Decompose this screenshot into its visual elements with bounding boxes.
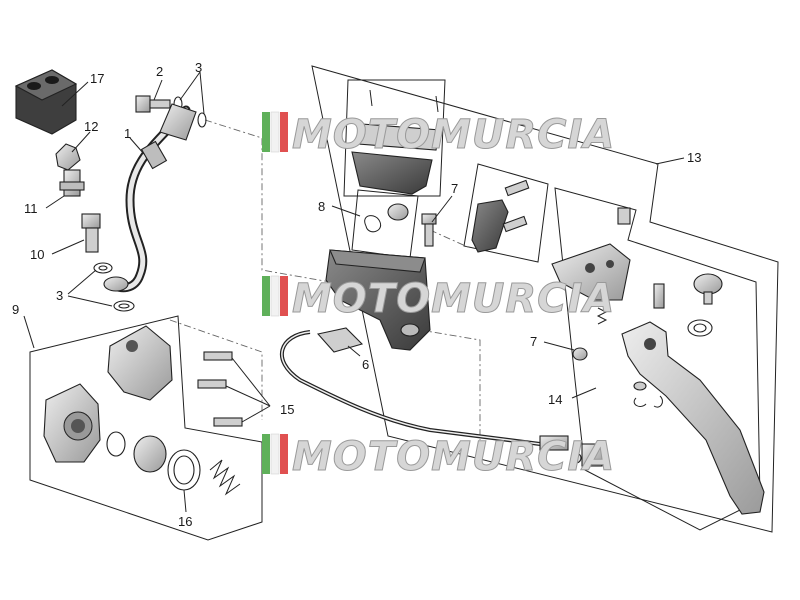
assembly-line-c bbox=[419, 329, 481, 440]
part-7-nut-lower bbox=[572, 347, 588, 361]
assembly-line-a bbox=[204, 119, 331, 283]
part-master-cylinder bbox=[325, 249, 431, 351]
label-3-upper: 3 bbox=[195, 60, 202, 75]
label-13: 13 bbox=[687, 150, 701, 165]
frame-8-box bbox=[351, 189, 419, 259]
watermark-text-middle: MOTOMURCIA bbox=[292, 276, 615, 322]
label-1: 1 bbox=[124, 126, 131, 141]
label-12: 12 bbox=[84, 119, 98, 134]
part-10-nipple bbox=[81, 213, 101, 253]
label-14: 14 bbox=[548, 392, 562, 407]
part-clamp bbox=[471, 179, 530, 253]
part-2-bolt bbox=[135, 95, 171, 113]
part-spring-small bbox=[596, 307, 608, 325]
label-15: 15 bbox=[280, 402, 294, 417]
watermark-text-bottom: MOTOMURCIA bbox=[292, 434, 615, 480]
part-8-clip bbox=[364, 203, 409, 233]
assembly-line-d bbox=[429, 229, 471, 249]
label-3-lower: 3 bbox=[56, 288, 63, 303]
label-9: 9 bbox=[12, 302, 19, 317]
watermark-top: MOTOMURCIA bbox=[262, 112, 615, 159]
label-6: 6 bbox=[362, 357, 369, 372]
leader-lines bbox=[23, 71, 685, 513]
part-lever-bracket bbox=[551, 207, 631, 301]
part-17-block bbox=[14, 69, 78, 135]
part-clutch-lever bbox=[621, 321, 765, 515]
part-12-fitting-cap bbox=[55, 143, 81, 171]
assembly-line-b bbox=[169, 319, 263, 420]
part-slave-cover bbox=[107, 325, 173, 401]
part-knob bbox=[687, 273, 723, 337]
watermark-middle: MOTOMURCIA bbox=[262, 276, 615, 323]
part-3-washer-lower bbox=[93, 262, 135, 312]
label-7-lower: 7 bbox=[530, 334, 537, 349]
part-slave-body bbox=[43, 383, 101, 463]
label-8: 8 bbox=[318, 199, 325, 214]
frame-clamp bbox=[463, 163, 549, 263]
part-11-banjo bbox=[59, 169, 85, 197]
part-1-hose bbox=[103, 103, 197, 293]
label-7-upper: 7 bbox=[451, 181, 458, 196]
frame-13-inner-top bbox=[343, 79, 446, 197]
label-11: 11 bbox=[24, 201, 38, 216]
label-10: 10 bbox=[30, 247, 44, 262]
part-pin bbox=[653, 283, 665, 309]
label-16: 16 bbox=[178, 514, 192, 529]
watermark-text-top: MOTOMURCIA bbox=[292, 112, 615, 158]
part-reservoir-cap bbox=[351, 89, 441, 195]
frame-9-outline bbox=[29, 315, 263, 541]
part-7-bolt-upper bbox=[421, 213, 437, 247]
part-6-switch-cable bbox=[279, 327, 603, 467]
part-16-seal-kit bbox=[106, 431, 241, 496]
label-2: 2 bbox=[156, 64, 163, 79]
label-17: 17 bbox=[90, 71, 104, 86]
watermark-bottom: MOTOMURCIA bbox=[262, 434, 615, 481]
